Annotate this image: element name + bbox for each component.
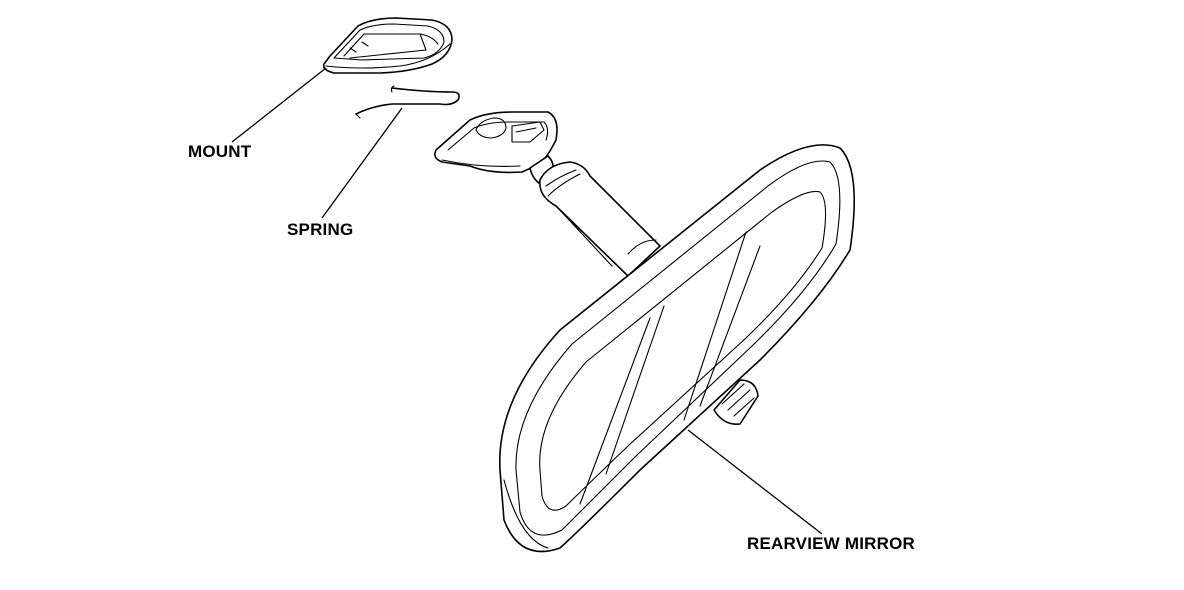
spring-leader-line (321, 107, 403, 219)
mount-label: MOUNT (188, 142, 252, 161)
mount-part (322, 17, 453, 74)
spring-part (355, 85, 460, 119)
spring-label: SPRING (287, 220, 354, 239)
mount-leader-line (231, 67, 327, 143)
rearview-mirror-label: REARVIEW MIRROR (747, 534, 915, 553)
mirror-stem (434, 111, 661, 277)
mirror-body (498, 144, 856, 553)
rearview-mirror-leader-line (687, 429, 823, 535)
